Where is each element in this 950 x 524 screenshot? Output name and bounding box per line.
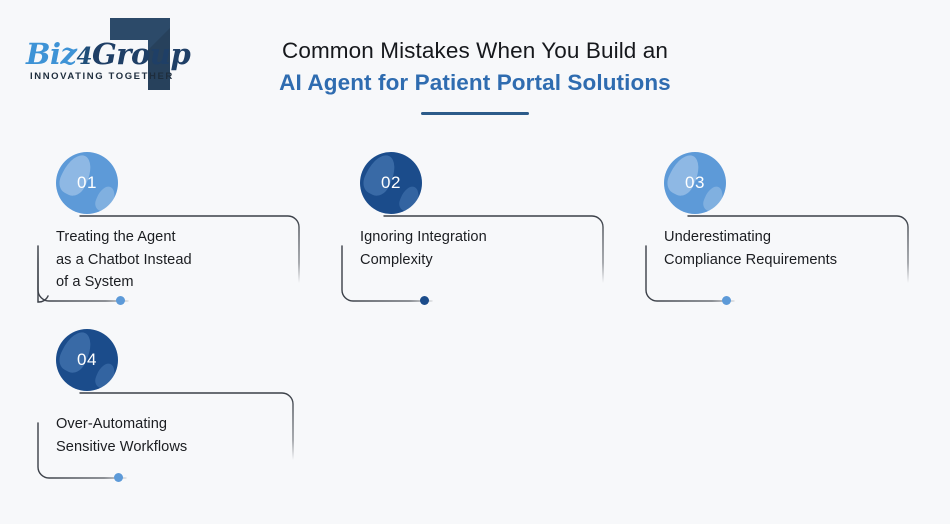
- logo-bracket-icon: [110, 18, 170, 90]
- card-text-04: Over-Automating Sensitive Workflows: [56, 416, 188, 455]
- card-outline-04: [37, 392, 294, 479]
- mistake-card-01[interactable]: 01 Treating the Agent as a Chatbot Inste…: [24, 150, 314, 310]
- title-underline: [421, 112, 529, 115]
- card-number-03: 03: [684, 173, 706, 192]
- card-outline-03: [645, 215, 909, 302]
- logo-text-group: Group: [92, 37, 191, 71]
- card-text-02: Ignoring Integration Complexity: [360, 229, 487, 268]
- logo-text-four: 4: [76, 43, 93, 70]
- title-line-2: AI Agent for Patient Portal Solutions: [279, 70, 671, 95]
- card-number-circle-04: 04: [56, 329, 118, 391]
- card-number-01: 01: [76, 173, 98, 192]
- card-marker-dot-01: [116, 296, 125, 305]
- card-number-circle-01: 01: [56, 152, 118, 214]
- logo-text-biz: Biz: [26, 37, 77, 71]
- card-marker-dot-04: [114, 473, 123, 482]
- card-marker-dot-02: [420, 296, 429, 305]
- card-number-02: 02: [380, 173, 402, 192]
- mistake-card-04[interactable]: 04 Over-Automating Sensitive Workflows: [24, 327, 314, 487]
- title-line-1: Common Mistakes When You Build an: [282, 38, 668, 63]
- logo-tagline: INNOVATING TOGETHER: [30, 71, 174, 82]
- card-marker-dot-03: [722, 296, 731, 305]
- card-number-circle-02: 02: [360, 152, 422, 214]
- card-number-04: 04: [76, 350, 98, 369]
- card-text-03: Underestimating Compliance Requirements: [664, 229, 838, 268]
- mistake-card-03[interactable]: 03 Underestimating Compliance Requiremen…: [632, 150, 932, 310]
- card-text-01: Treating the Agent as a Chatbot Instead …: [56, 229, 192, 290]
- mistake-card-02[interactable]: 02 Ignoring Integration Complexity: [328, 150, 618, 310]
- card-number-circle-03: 03: [664, 152, 726, 214]
- brand-logo: Biz4Group INNOVATING TOGETHER: [18, 18, 193, 90]
- card-outline-01: [37, 215, 300, 303]
- logo-wordmark: Biz4Group: [26, 37, 191, 71]
- card-outline-02: [341, 215, 604, 302]
- page-title: Common Mistakes When You Build an AI Age…: [0, 36, 950, 115]
